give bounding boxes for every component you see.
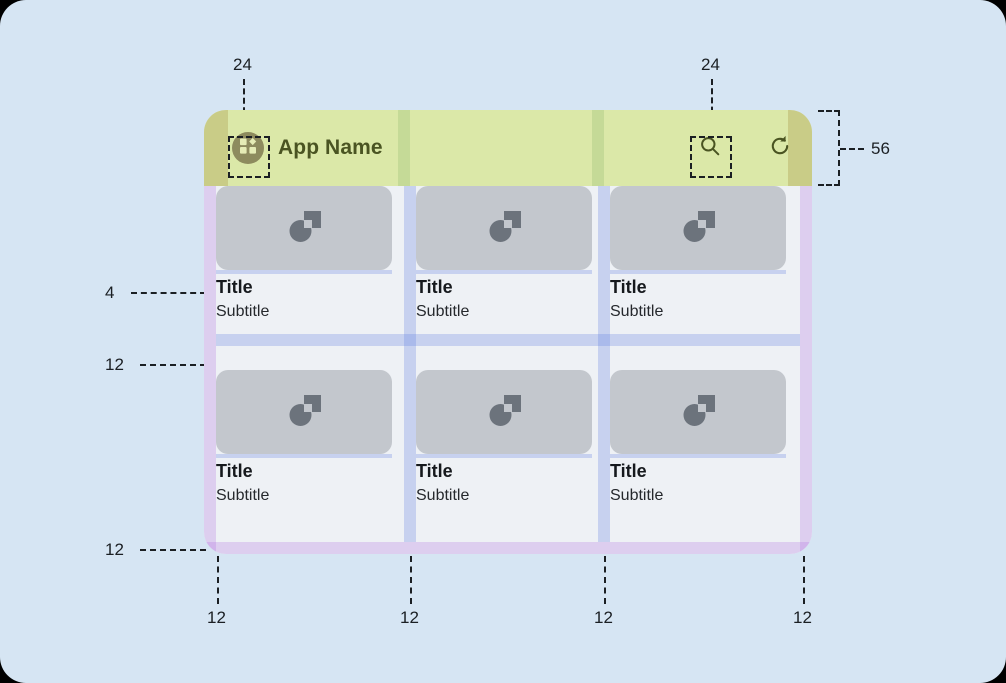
image-placeholder-icon — [282, 204, 326, 253]
media-title-gap-overlay — [610, 454, 786, 458]
leader-line-bottom-margin-12 — [140, 549, 206, 551]
card[interactable]: Title Subtitle — [610, 186, 786, 323]
spec-label-bottom-12-1: 12 — [207, 608, 226, 627]
card-text: Title Subtitle — [216, 274, 392, 323]
spec-label-bottom-margin-12: 12 — [105, 540, 124, 559]
card-grid: Title Subtitle Title — [204, 186, 812, 554]
card-media — [416, 370, 592, 454]
margin-overlay-bottom — [204, 542, 812, 554]
app-bar-gutter-overlay-1 — [398, 110, 410, 186]
card-media — [610, 370, 786, 454]
media-title-gap-overlay — [416, 454, 592, 458]
card-title: Title — [610, 461, 647, 481]
image-placeholder-icon — [676, 388, 720, 437]
app-bar: App Name — [204, 110, 812, 186]
media-title-gap-overlay — [416, 270, 592, 274]
leader-line-bottom-gutter-2 — [604, 556, 606, 604]
leader-line-top-left-24 — [243, 79, 245, 132]
widget-grid-icon — [239, 137, 257, 160]
card-title: Title — [216, 277, 253, 297]
app-title: App Name — [278, 136, 383, 159]
leader-line-app-bar-height — [840, 148, 864, 150]
image-placeholder-icon — [482, 204, 526, 253]
media-title-gap-overlay — [216, 270, 392, 274]
spec-label-top-left-24: 24 — [233, 55, 252, 74]
spec-label-media-title-gap-4: 4 — [105, 283, 115, 302]
app-bar-gutter-overlay-2 — [592, 110, 604, 186]
card-text: Title Subtitle — [610, 274, 786, 323]
margin-overlay-right — [800, 186, 812, 554]
spec-label-top-right-24: 24 — [701, 55, 720, 74]
card[interactable]: Title Subtitle — [416, 370, 592, 507]
leader-line-bottom-gutter-1 — [410, 556, 412, 604]
card-media — [216, 370, 392, 454]
row-gap-overlay — [216, 334, 800, 346]
card[interactable]: Title Subtitle — [416, 186, 592, 323]
spec-label-app-bar-height-56: 56 — [871, 139, 890, 158]
card-text: Title Subtitle — [416, 274, 592, 323]
spec-label-bottom-12-2: 12 — [400, 608, 419, 627]
touch-target-box-logo — [228, 136, 270, 178]
touch-target-box-search — [690, 136, 732, 178]
leader-line-bottom-margin-1 — [217, 556, 219, 604]
spec-label-bottom-12-3: 12 — [594, 608, 613, 627]
image-placeholder-icon — [482, 388, 526, 437]
leader-line-media-title-gap-4 — [131, 292, 206, 294]
card-subtitle: Subtitle — [610, 303, 664, 320]
card-subtitle: Subtitle — [216, 303, 270, 320]
gutter-overlay-1 — [404, 186, 416, 542]
refresh-icon — [768, 134, 792, 163]
media-title-gap-overlay — [610, 270, 786, 274]
card-title: Title — [610, 277, 647, 297]
image-placeholder-icon — [676, 204, 720, 253]
card-text: Title Subtitle — [216, 458, 392, 507]
card[interactable]: Title Subtitle — [216, 370, 392, 507]
app-bar-padding-right-overlay — [788, 110, 812, 186]
card-title: Title — [416, 461, 453, 481]
margin-overlay-left — [204, 186, 216, 554]
spec-label-row-gap-12: 12 — [105, 355, 124, 374]
card[interactable]: Title Subtitle — [216, 186, 392, 323]
card-text: Title Subtitle — [610, 458, 786, 507]
bracket-app-bar-height — [818, 110, 840, 186]
card-subtitle: Subtitle — [216, 487, 270, 504]
leader-line-row-gap-12 — [140, 364, 206, 366]
card-text: Title Subtitle — [416, 458, 592, 507]
leader-line-top-right-24 — [711, 79, 713, 131]
gutter-overlay-2 — [598, 186, 610, 542]
card-media — [610, 186, 786, 270]
media-title-gap-overlay — [216, 454, 392, 458]
app-layout-frame: App Name — [204, 110, 812, 554]
card-media — [416, 186, 592, 270]
refresh-button[interactable] — [764, 132, 796, 164]
spec-label-bottom-12-4: 12 — [793, 608, 812, 627]
card[interactable]: Title Subtitle — [610, 370, 786, 507]
card-media — [216, 186, 392, 270]
card-subtitle: Subtitle — [416, 487, 470, 504]
leader-line-bottom-margin-2 — [803, 556, 805, 604]
card-subtitle: Subtitle — [416, 303, 470, 320]
card-subtitle: Subtitle — [610, 487, 664, 504]
image-placeholder-icon — [282, 388, 326, 437]
card-title: Title — [216, 461, 253, 481]
app-bar-padding-left-overlay — [204, 110, 228, 186]
card-title: Title — [416, 277, 453, 297]
